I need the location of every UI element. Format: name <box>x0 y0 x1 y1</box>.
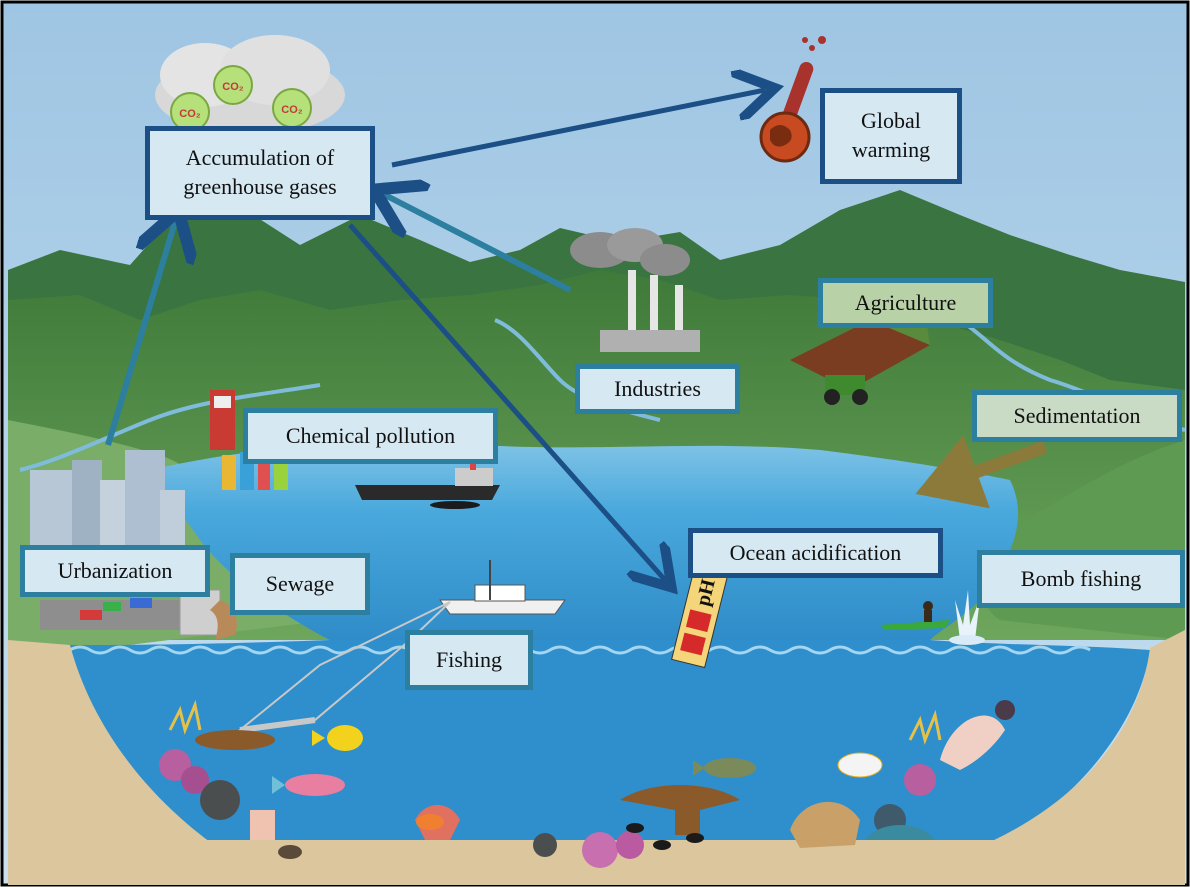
label-chemical-pollution: Chemical pollution <box>243 408 498 464</box>
river-left <box>19 383 321 472</box>
fishing-boat-icon <box>439 560 566 615</box>
label-urbanization: Urbanization <box>20 545 210 597</box>
co2-label: CO₂ <box>222 81 244 93</box>
waves <box>69 645 1091 655</box>
label-greenhouse-gases: Accumulation of greenhouse gases <box>145 126 375 220</box>
sand-left <box>8 640 210 885</box>
co2-label: CO₂ <box>179 108 201 120</box>
explosion-splash-icon <box>949 590 985 645</box>
crab-icon <box>278 845 302 859</box>
label-industries: Industries <box>575 364 740 414</box>
sand-right <box>990 630 1185 885</box>
gas-pump-icon <box>210 390 235 450</box>
label-bomb-fishing: Bomb fishing <box>977 550 1185 608</box>
clam-icon <box>865 825 935 840</box>
co2-label: CO₂ <box>281 104 303 116</box>
label-sedimentation: Sedimentation <box>972 390 1182 442</box>
label-agriculture: Agriculture <box>818 278 993 328</box>
sewage-pipe-icon <box>179 589 237 640</box>
arrow-industries-to-greenhouse <box>385 195 572 293</box>
kayak-icon <box>880 601 950 630</box>
arrow-urbanization-to-greenhouse <box>105 222 175 446</box>
arrow-sedimentation-to-ocean <box>915 435 1048 509</box>
thermometer-globe-icon <box>759 36 826 163</box>
factory-icon <box>570 228 700 352</box>
label-global-warming: Global warming <box>820 88 962 184</box>
label-ocean-acidification: Ocean acidification <box>688 528 943 578</box>
label-fishing: Fishing <box>405 630 533 690</box>
co2-cloud-icon: CO₂ CO₂ CO₂ <box>155 35 345 135</box>
arrow-greenhouse-to-ocean-acidification <box>348 223 665 580</box>
label-sewage: Sewage <box>230 553 370 615</box>
ph-strip-icon: pH <box>671 561 730 669</box>
arrow-greenhouse-to-global-warming <box>391 90 765 168</box>
coral-reef-icon <box>159 699 1015 868</box>
fish-icon <box>272 725 883 850</box>
